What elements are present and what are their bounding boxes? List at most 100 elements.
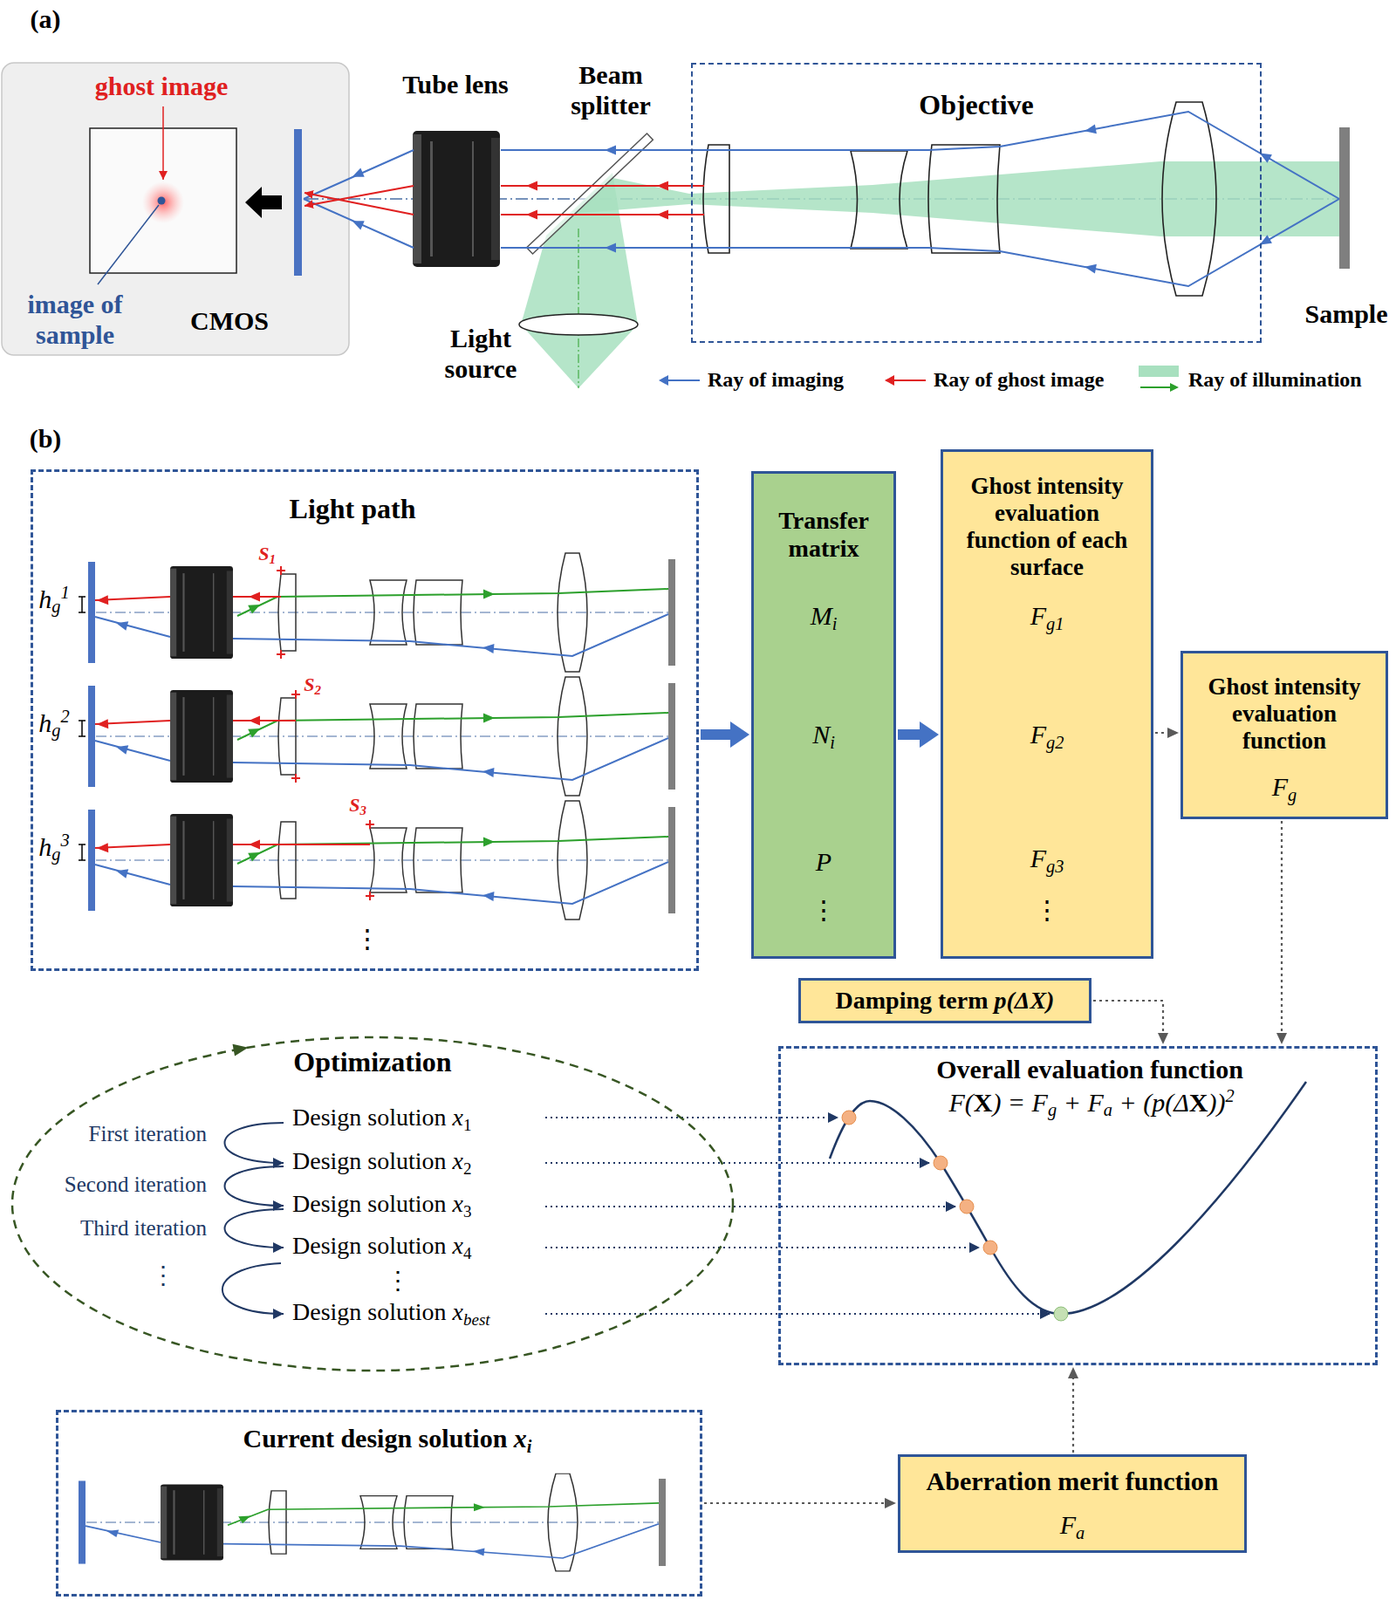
text-run: x xyxy=(452,1231,464,1260)
text-run: S xyxy=(303,673,315,696)
height-bracket xyxy=(78,844,86,861)
solution-dot xyxy=(841,1110,856,1125)
text-run: + (p(Δ xyxy=(1112,1088,1190,1117)
text-run: a xyxy=(1075,1523,1085,1543)
flow-arrow xyxy=(897,729,920,740)
ghost-ray xyxy=(232,719,296,722)
node-text: F(X) = Fg + Fa + (p(ΔX))2 xyxy=(948,1086,1234,1121)
process-box: Transfer matrixMiNiP⋮ xyxy=(751,471,897,959)
text-run: M xyxy=(810,601,833,630)
ray-arrow xyxy=(526,181,538,192)
pointer-line xyxy=(545,1162,931,1164)
text-run: 1 xyxy=(61,582,70,603)
text-run: + F xyxy=(1056,1088,1104,1117)
group-box: Light path xyxy=(30,469,699,972)
lens xyxy=(850,150,908,249)
solution-label: Design solution xbest xyxy=(292,1298,491,1329)
surface-label: S1 xyxy=(258,542,276,568)
ghost-ray xyxy=(78,566,286,659)
iteration-label: First iteration xyxy=(86,1122,210,1148)
text-run: p(ΔX) xyxy=(994,986,1055,1014)
part-name: Beam splitter xyxy=(554,60,668,121)
ray-arrow xyxy=(604,145,616,156)
iteration-label: Third iteration xyxy=(77,1216,210,1242)
part-name: Tube lens xyxy=(402,69,508,101)
ray-arrow xyxy=(1083,123,1097,136)
ray-arrow xyxy=(656,210,669,220)
tube-lens xyxy=(412,130,500,267)
current-design-path xyxy=(78,1473,666,1572)
node-text: Mi xyxy=(810,601,838,635)
solution-dot xyxy=(959,1199,974,1214)
ray-arrow xyxy=(349,216,364,230)
solution-label: Design solution x3 xyxy=(292,1190,473,1221)
iteration-label: Second iteration xyxy=(61,1172,210,1198)
process-box: Ghost intensity evaluation function of e… xyxy=(940,449,1154,959)
lens xyxy=(928,144,1000,254)
ray-arrow xyxy=(96,595,110,606)
node-title: Objective xyxy=(918,88,1034,122)
height-symbol: hg2 xyxy=(38,706,69,741)
text-run: g2 xyxy=(1046,732,1064,753)
height-symbol: hg3 xyxy=(38,830,69,865)
imaging-ray xyxy=(303,198,414,248)
text-run: 1 xyxy=(463,1115,473,1135)
text-run: F xyxy=(1030,843,1047,873)
condenser-lens xyxy=(519,314,638,336)
panel-label: (a) xyxy=(30,4,62,35)
legend-swatch xyxy=(1138,365,1179,377)
dotted-arrow xyxy=(1155,732,1168,734)
cmos-sensor xyxy=(294,129,302,276)
text-run: h xyxy=(38,708,52,738)
height-symbol: hg1 xyxy=(38,582,69,617)
ray-arrow xyxy=(656,181,669,192)
imaging-ray xyxy=(500,198,1340,287)
light-path-row xyxy=(88,800,676,920)
node-text: Fg1 xyxy=(1030,601,1065,635)
pointer-line xyxy=(545,1246,980,1249)
legend-line xyxy=(883,373,928,388)
text-run: Damping term xyxy=(835,986,995,1014)
imaging-ray xyxy=(500,111,1340,199)
ray-arrow xyxy=(248,716,261,726)
node-title: Optimization xyxy=(293,1046,452,1079)
illumination-beam xyxy=(571,161,1340,237)
text-run: 2 xyxy=(1224,1086,1234,1106)
ray-arrow xyxy=(1257,149,1273,164)
text-run: 2 xyxy=(61,706,70,726)
legend-text: Ray of imaging xyxy=(707,368,844,393)
legend-text: Ray of ghost image xyxy=(933,368,1104,393)
legend-line xyxy=(657,373,702,388)
pointer-line xyxy=(545,1116,839,1119)
leader-line xyxy=(162,106,165,180)
text-run: X xyxy=(973,1088,993,1117)
legend-arrow xyxy=(1170,383,1179,392)
process-box: Aberration merit functionFa xyxy=(897,1454,1247,1554)
solution-label: Design solution x1 xyxy=(292,1103,473,1135)
ray-arrow xyxy=(526,210,538,220)
node-title: Ghost intensity evaluation function xyxy=(1190,673,1379,755)
dotted-arrow xyxy=(1072,1378,1075,1453)
text-run: g xyxy=(51,596,61,616)
ghost-spot xyxy=(142,181,185,224)
legend-arrow xyxy=(884,375,895,386)
node-text: Fa xyxy=(1060,1510,1086,1544)
text-run: x xyxy=(452,1103,464,1131)
node-title: Light path xyxy=(289,492,417,526)
ray-arrow xyxy=(1083,261,1097,274)
ray-arrow xyxy=(604,243,616,254)
legend-arrow xyxy=(658,375,669,386)
ghost-ray xyxy=(78,690,301,783)
text-run: g1 xyxy=(1046,614,1064,634)
iteration-arc xyxy=(225,1209,285,1248)
text-run: 1 xyxy=(268,552,275,567)
text-run: g xyxy=(51,844,61,864)
text-run: i xyxy=(526,1437,533,1457)
image-dot xyxy=(157,197,166,206)
text-run: g xyxy=(1287,785,1297,805)
text-run: F xyxy=(1272,772,1288,801)
pointer-line xyxy=(545,1313,1051,1315)
node-title: Overall evaluation function xyxy=(936,1054,1244,1086)
height-bracket xyxy=(78,596,86,613)
legend-line xyxy=(666,379,700,382)
